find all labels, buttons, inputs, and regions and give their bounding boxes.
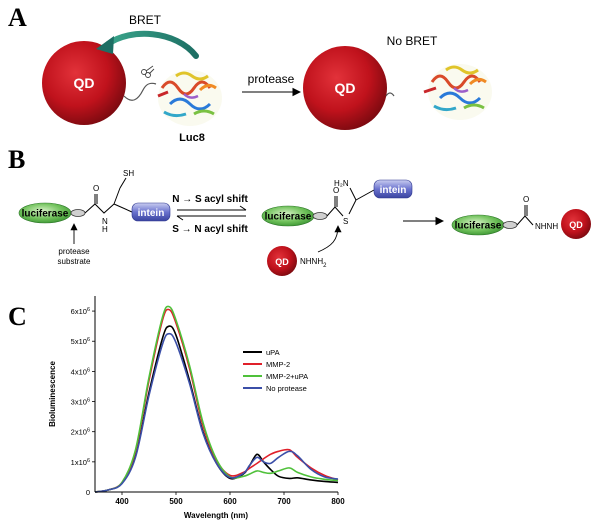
- bret-label: BRET: [129, 13, 162, 27]
- protease-label: protease: [248, 72, 295, 86]
- protease-substrate-line1: protease: [58, 247, 90, 256]
- y-tick-label-0: 0: [86, 488, 90, 497]
- luc8-label: Luc8: [179, 132, 205, 144]
- panel-a: A QD BRET Luc: [8, 3, 492, 144]
- x-axis-ticks: 400 500 600 700 800: [115, 492, 345, 506]
- qd-small-2: QD: [561, 209, 591, 239]
- panel-c: C 0 1x106 2x106 3x106 4x106 5x106 6x106 400 500…: [8, 296, 345, 520]
- x-tick-label-500: 500: [169, 497, 183, 506]
- scissors-icon: [141, 65, 155, 78]
- middle-backbone: [326, 206, 344, 217]
- tether-left: [123, 82, 157, 101]
- panel-b-letter: B: [8, 145, 25, 174]
- left-backbone: [84, 203, 115, 214]
- legend-label-1: uPA: [266, 348, 280, 357]
- protease-substrate-line2: substrate: [58, 257, 91, 266]
- intein-label-2: intein: [380, 185, 407, 196]
- qd-label-right: QD: [335, 80, 356, 96]
- panel-b: B luciferase O N H SH intein protease su…: [8, 145, 591, 276]
- sh-label: SH: [123, 169, 134, 178]
- bioluminescence-chart: 0 1x106 2x106 3x106 4x106 5x106 6x106 400 500 60…: [48, 296, 345, 520]
- no-bret-label: No BRET: [387, 34, 438, 48]
- attack-arrow: [317, 225, 342, 253]
- equilibrium-arrows: [176, 205, 247, 221]
- legend-label-3: MMP-2+uPA: [266, 372, 308, 381]
- panel-c-letter: C: [8, 302, 27, 331]
- luciferase-label-1: luciferase: [22, 209, 69, 220]
- intein-box-1: intein: [131, 202, 171, 222]
- panel-a-letter: A: [8, 3, 27, 32]
- linker-oval-1: [70, 209, 86, 217]
- s-label-2: S: [343, 217, 348, 226]
- product-nhnh-label: NHNH: [535, 222, 558, 231]
- linker-oval-3: [502, 221, 518, 229]
- qd-sphere-right: QD: [303, 46, 387, 130]
- o-label-3: O: [523, 195, 529, 204]
- intein-box-2: intein: [373, 179, 413, 199]
- h-label-1: H: [102, 225, 108, 234]
- luciferase-label-3: luciferase: [455, 221, 502, 232]
- qd-small-label-1: QD: [275, 257, 289, 267]
- x-tick-label-600: 600: [223, 497, 237, 506]
- qd-sphere-left: QD: [42, 41, 126, 125]
- x-tick-label-700: 700: [277, 497, 291, 506]
- qd-small-label-2: QD: [569, 220, 583, 230]
- luc8-protein-right: [423, 64, 492, 120]
- o-label-2: O: [333, 186, 339, 195]
- series-line-no-protease: [94, 332, 339, 493]
- x-tick-label-400: 400: [115, 497, 129, 506]
- y-tick-label-6: 6x106: [71, 307, 90, 316]
- bret-arrow: [96, 30, 199, 59]
- y-tick-label-1: 1x106: [71, 458, 90, 467]
- luciferase-ellipse-2: luciferase: [261, 205, 315, 227]
- n-label-1: N: [102, 217, 108, 226]
- luciferase-ellipse-1: luciferase: [18, 202, 72, 224]
- luciferase-label-2: luciferase: [265, 212, 312, 223]
- qd-label-left: QD: [74, 75, 95, 91]
- legend-label-2: MMP-2: [266, 360, 290, 369]
- product-backbone: [516, 215, 534, 226]
- legend-label-4: No protease: [266, 384, 307, 393]
- y-tick-label-3: 3x106: [71, 398, 90, 407]
- intein-label-1: intein: [138, 208, 165, 219]
- x-tick-label-800: 800: [331, 497, 345, 506]
- s-to-n-label: S → N acyl shift: [172, 224, 248, 235]
- luc8-protein-left: [157, 70, 222, 126]
- x-axis-label: Wavelength (nm): [184, 511, 248, 520]
- qd-small-1: QD: [267, 246, 297, 276]
- tether-right: [385, 92, 395, 97]
- y-tick-label-5: 5x106: [71, 337, 90, 346]
- y-tick-label-4: 4x106: [71, 367, 90, 376]
- y-tick-label-2: 2x106: [71, 428, 90, 437]
- h2n-label: H₂N: [334, 179, 349, 188]
- y-axis-ticks: 0 1x106 2x106 3x106 4x106 5x106 6x106: [71, 307, 95, 497]
- n-to-s-label: N → S acyl shift: [172, 194, 248, 205]
- luciferase-ellipse-3: luciferase: [451, 214, 505, 236]
- nhnh2-label: NHNH2: [300, 257, 327, 269]
- o-label-1: O: [93, 184, 99, 193]
- linker-oval-2: [312, 212, 328, 220]
- y-axis-label: Bioluminescence: [48, 361, 57, 427]
- chart-series: [94, 305, 339, 493]
